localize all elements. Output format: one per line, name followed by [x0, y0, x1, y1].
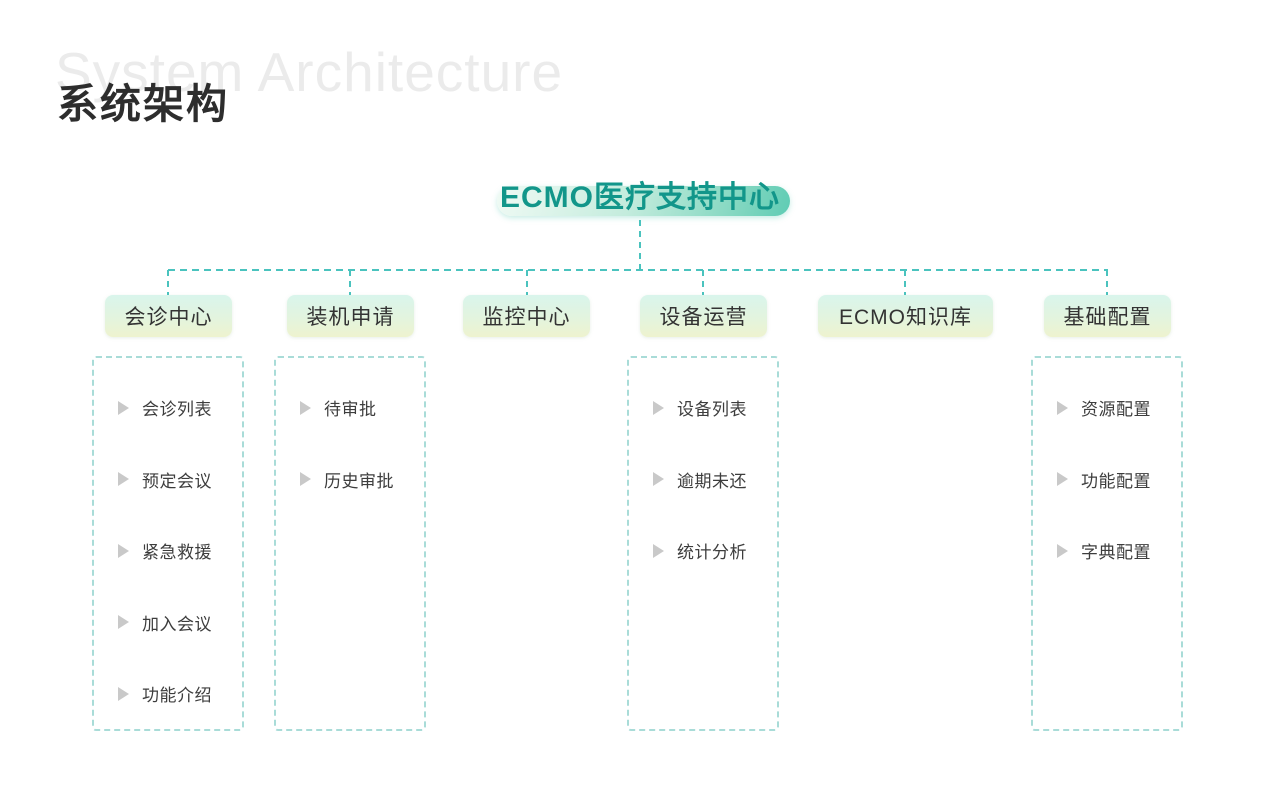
- submenu-box-installation-request: 待审批 历史审批: [274, 356, 426, 731]
- submenu-item-label: 设备列表: [677, 400, 747, 420]
- branch-node-consultation-center: 会诊中心: [105, 295, 232, 337]
- triangle-bullet-icon: [1057, 472, 1068, 487]
- branch-node-ecmo-knowledge-base: ECMO知识库: [818, 295, 993, 337]
- branch-node-basic-configuration: 基础配置: [1044, 295, 1171, 337]
- submenu-item-label: 资源配置: [1081, 400, 1151, 420]
- root-node-highlight: [497, 186, 790, 216]
- submenu-item-label: 预定会议: [142, 471, 212, 491]
- submenu-item-label: 功能配置: [1081, 471, 1151, 491]
- triangle-bullet-icon: [653, 543, 664, 558]
- connector-drop-5: [1106, 270, 1108, 295]
- submenu-box-device-operations: 设备列表 逾期未还 统计分析: [627, 356, 779, 731]
- submenu-item: 预定会议: [94, 444, 242, 516]
- triangle-bullet-icon: [653, 400, 664, 415]
- connector-drop-1: [349, 270, 351, 295]
- submenu-item: 统计分析: [629, 515, 777, 587]
- connector-horizontal: [168, 269, 1108, 271]
- triangle-bullet-icon: [653, 472, 664, 487]
- submenu-item: 功能配置: [1033, 444, 1181, 516]
- submenu-item-label: 待审批: [324, 400, 377, 420]
- triangle-bullet-icon: [300, 472, 311, 487]
- branch-node-device-operations: 设备运营: [640, 295, 767, 337]
- branch-node-monitoring-center: 监控中心: [463, 295, 590, 337]
- triangle-bullet-icon: [1057, 400, 1068, 415]
- triangle-bullet-icon: [300, 400, 311, 415]
- page-title: 系统架构: [57, 81, 229, 127]
- connector-drop-2: [526, 270, 528, 295]
- submenu-box-basic-configuration: 资源配置 功能配置 字典配置: [1031, 356, 1183, 731]
- submenu-item: 设备列表: [629, 372, 777, 444]
- connector-drop-4: [904, 270, 906, 295]
- submenu-item: 字典配置: [1033, 515, 1181, 587]
- submenu-item-label: 字典配置: [1081, 543, 1151, 563]
- submenu-item: 会诊列表: [94, 372, 242, 444]
- triangle-bullet-icon: [118, 472, 129, 487]
- submenu-item: 资源配置: [1033, 372, 1181, 444]
- submenu-item: 逾期未还: [629, 444, 777, 516]
- submenu-item-label: 功能介绍: [142, 686, 212, 706]
- triangle-bullet-icon: [118, 543, 129, 558]
- submenu-item: 待审批: [276, 372, 424, 444]
- submenu-item: 历史审批: [276, 444, 424, 516]
- root-node-label: ECMO医疗支持中心: [500, 181, 780, 214]
- submenu-item: 功能介绍: [94, 658, 242, 730]
- submenu-item-label: 会诊列表: [142, 400, 212, 420]
- page-title-ghost: System Architecture: [55, 41, 564, 103]
- triangle-bullet-icon: [118, 400, 129, 415]
- submenu-item-label: 统计分析: [677, 543, 747, 563]
- connector-trunk: [639, 220, 641, 270]
- submenu-item: 加入会议: [94, 587, 242, 659]
- submenu-item-label: 加入会议: [142, 614, 212, 634]
- connector-drop-0: [167, 270, 169, 295]
- branch-node-installation-request: 装机申请: [287, 295, 414, 337]
- submenu-item: 紧急救援: [94, 515, 242, 587]
- submenu-item-label: 历史审批: [324, 471, 394, 491]
- triangle-bullet-icon: [1057, 543, 1068, 558]
- triangle-bullet-icon: [118, 686, 129, 701]
- submenu-item-label: 紧急救援: [142, 543, 212, 563]
- connector-drop-3: [702, 270, 704, 295]
- submenu-item-label: 逾期未还: [677, 471, 747, 491]
- triangle-bullet-icon: [118, 615, 129, 630]
- submenu-box-consultation-center: 会诊列表 预定会议 紧急救援 加入会议 功能介绍: [92, 356, 244, 731]
